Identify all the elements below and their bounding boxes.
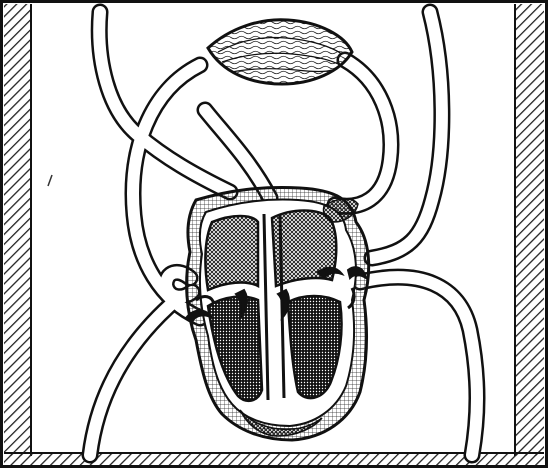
right-hatched-border <box>516 4 544 456</box>
heart <box>187 188 369 441</box>
left-hatched-border <box>4 4 30 456</box>
left-atrium <box>205 216 258 290</box>
